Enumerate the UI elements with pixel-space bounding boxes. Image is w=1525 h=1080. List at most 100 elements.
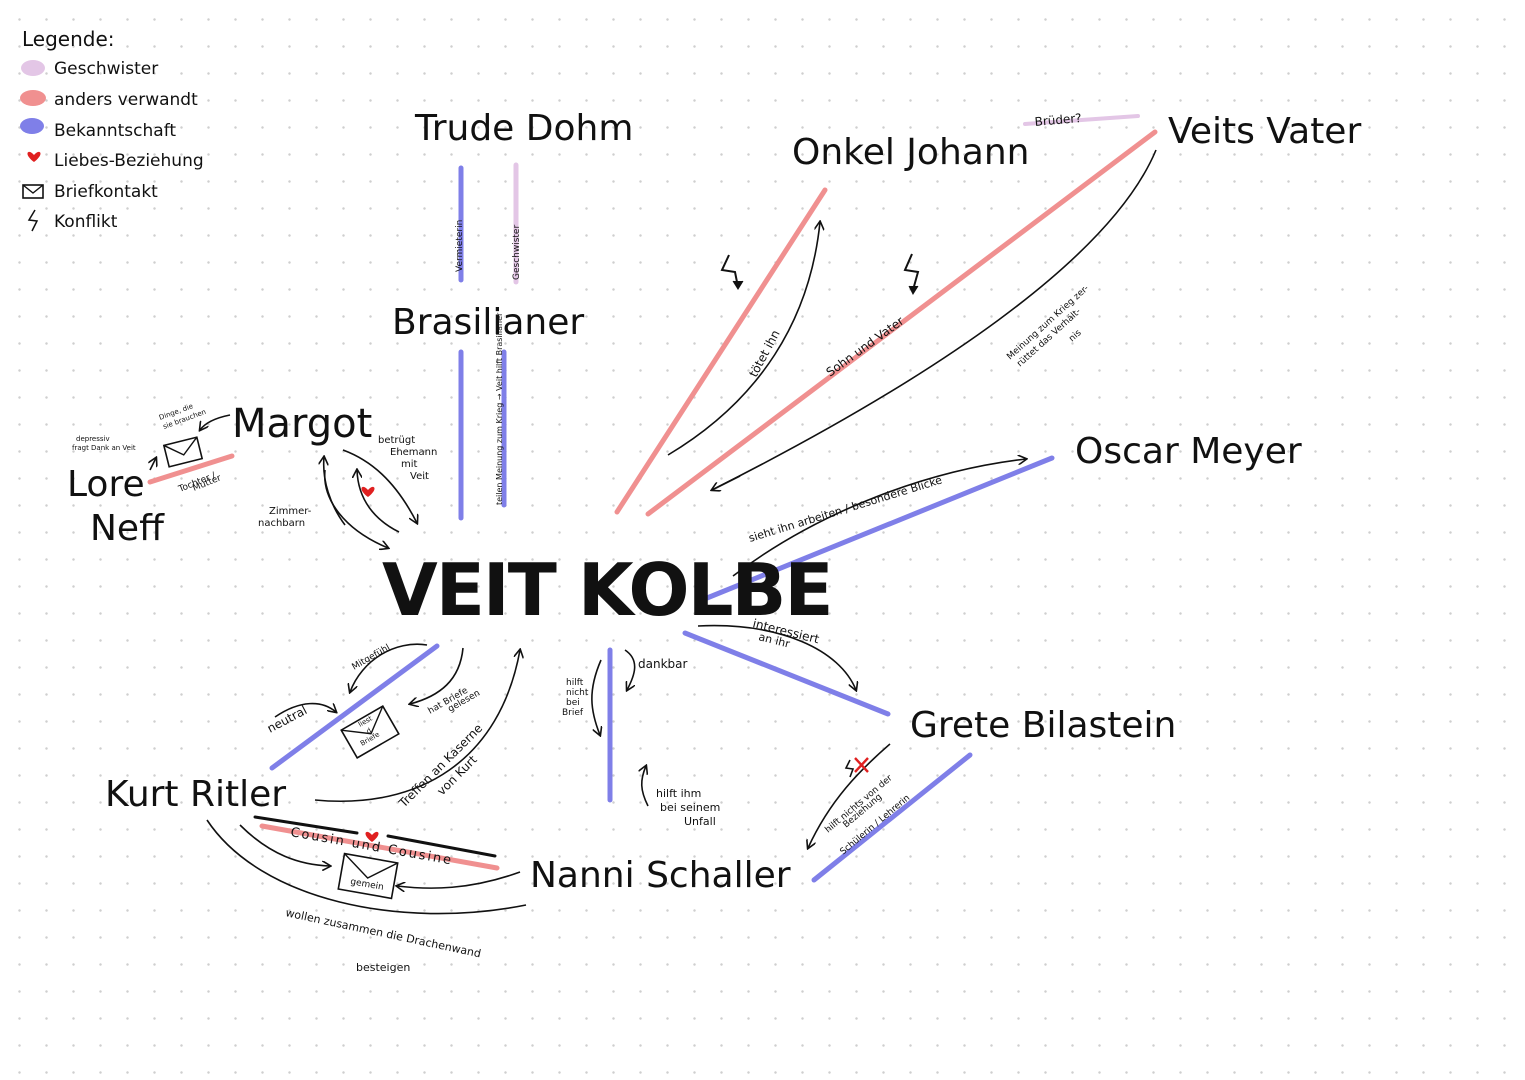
arrow-lore [150,458,156,471]
label-geschwister: Geschwister [512,225,522,280]
label-meinung-krieg-1: Meinung zum Krieg zer- [1005,284,1091,363]
label-depressiv-1: depressiv [76,435,110,443]
legend-label: Geschwister [54,59,158,79]
line-johann-veit [614,187,828,515]
relationship-lines [147,114,1158,883]
node-margot: Margot [232,401,372,447]
arrow-vater-veit [711,149,1157,491]
label-hilft-brief-3: bei [566,698,580,708]
legend-item-konflikt: Konflikt [27,209,118,232]
diagram-icons [162,253,920,900]
label-betruegt-1: betrügt [378,435,415,446]
line-kurt-nanni-relative [259,823,500,871]
line-vater-veit [645,129,1158,517]
label-hilft-unfall-2: bei seinem [660,801,720,814]
lightning-icon [903,253,920,291]
node-lore: Lore [67,464,145,505]
line-kurt-veit [269,643,440,771]
arrow-hilft-nicht-brief [591,659,601,735]
envelope-icon [162,436,204,468]
heart-icon [27,151,41,162]
arrows [150,149,1157,915]
node-onkel-johann: Onkel Johann [792,132,1029,173]
label-hilft-unfall-3: Unfall [684,815,716,828]
label-betruegt-3: mit [401,459,418,470]
arrow-kurt-nanni-letter-1 [239,824,330,866]
node-kurt-ritler: Kurt Ritler [105,774,286,815]
label-hilft-brief-2: nicht [566,688,589,698]
legend-item-bekanntschaft: Bekanntschaft [20,118,176,141]
label-brueder: Brüder? [1034,111,1082,129]
line-grete-nanni [811,752,973,883]
legend-swatch-acquaintance [20,118,44,134]
line-grete-veit [682,630,891,717]
arrow-grete-nanni-note [808,743,891,848]
line-oscar-veit [704,455,1055,601]
legend-item-briefkontakt: Briefkontakt [22,182,158,202]
node-brasilianer: Brasilianer [392,302,584,343]
relationship-labels: Vermieterin Geschwister teilen Meinung z… [72,111,1091,974]
arrow-neutral [274,702,336,718]
node-trude-dohm: Trude Dohm [414,108,633,149]
line-johann-vater [1023,114,1140,126]
label-toetet-ihn: tötet ihn [746,328,782,380]
label-mitgefuehl: Mitgefühl [351,643,392,673]
legend-label: anders verwandt [54,90,198,110]
arrow-kurt-nanni-letter-2 [397,871,521,888]
label-hilft-brief-4: Brief [562,708,584,718]
label-betruegt-2: Ehemann [390,447,437,458]
label-neutral: neutral [265,703,309,736]
arrow-interessiert [697,624,856,690]
arrow-drachenwand [206,819,527,915]
envelope-icon [337,852,399,900]
arrow-dankbar [624,649,636,690]
legend-swatch-sibling [21,60,45,76]
label-zimmernachbarn-2: nachbarn [258,518,305,529]
label-vermieterin: Vermieterin [455,220,465,272]
label-hilft-unfall-1: hilft ihm [656,787,701,800]
label-drachenwand-2: besteigen [356,961,410,974]
label-betruegt-4: Veit [410,471,429,482]
arrow-head-vater-veit [712,475,741,490]
node-neff: Neff [90,508,165,549]
nodes: VEIT KOLBE Trude Dohm Brasilianer Onkel … [67,108,1361,896]
legend-label: Liebes-Beziehung [54,151,204,171]
label-brasilianer-meinung: teilen Meinung zum Krieg → Veit hilft Br… [495,312,504,505]
label-liest-briefe-2: d. [365,725,375,735]
legend-label: Bekanntschaft [54,121,176,141]
node-grete-bilastein: Grete Bilastein [910,705,1176,746]
arrow-head-lightning [732,280,744,290]
node-oscar-meyer: Oscar Meyer [1075,431,1302,472]
legend-label: Konflikt [54,212,118,232]
arrow-hat-briefe [410,647,464,704]
label-hilft-brief-1: hilft [566,678,584,688]
label-zimmernachbarn-1: Zimmer- [269,506,312,517]
arrow-head-lightning [908,285,919,296]
label-meinung-krieg-3: nis [1067,328,1084,344]
label-drachenwand-1: wollen zusammen die Drachenwand [284,906,482,960]
legend: Legende: Geschwister anders verwandt Bek… [20,27,204,232]
label-sohn-vater: Sohn und Vater [824,314,907,380]
arrow-mitgefuehl [350,643,428,692]
legend-item-anders-verwandt: anders verwandt [20,90,198,110]
legend-label: Briefkontakt [54,182,158,202]
envelope-icon [340,705,400,759]
arrow-margot-veit-2 [357,470,400,533]
arrow-zimmernachbarn-2 [324,457,346,526]
line-kurt-nanni-black-top-left [253,815,359,835]
arrow-sieht-ihn [732,459,1026,577]
conflict-crossed-icon [844,757,869,778]
node-veit-kolbe: VEIT KOLBE [382,548,832,632]
arrow-treffen-kaserne [314,650,520,802]
legend-swatch-relative [20,90,46,106]
heart-icon [361,486,375,497]
arrow-margot-veit-1 [342,449,417,523]
label-dankbar: dankbar [638,657,687,671]
arrow-dinge [200,414,231,430]
label-sieht-ihn: sieht ihn arbeiten / besondere Blicke [747,473,944,544]
lightning-icon [27,209,39,232]
line-lore-margot [147,453,235,485]
legend-title: Legende: [22,27,115,51]
arrow-hilft-unfall [642,766,649,807]
